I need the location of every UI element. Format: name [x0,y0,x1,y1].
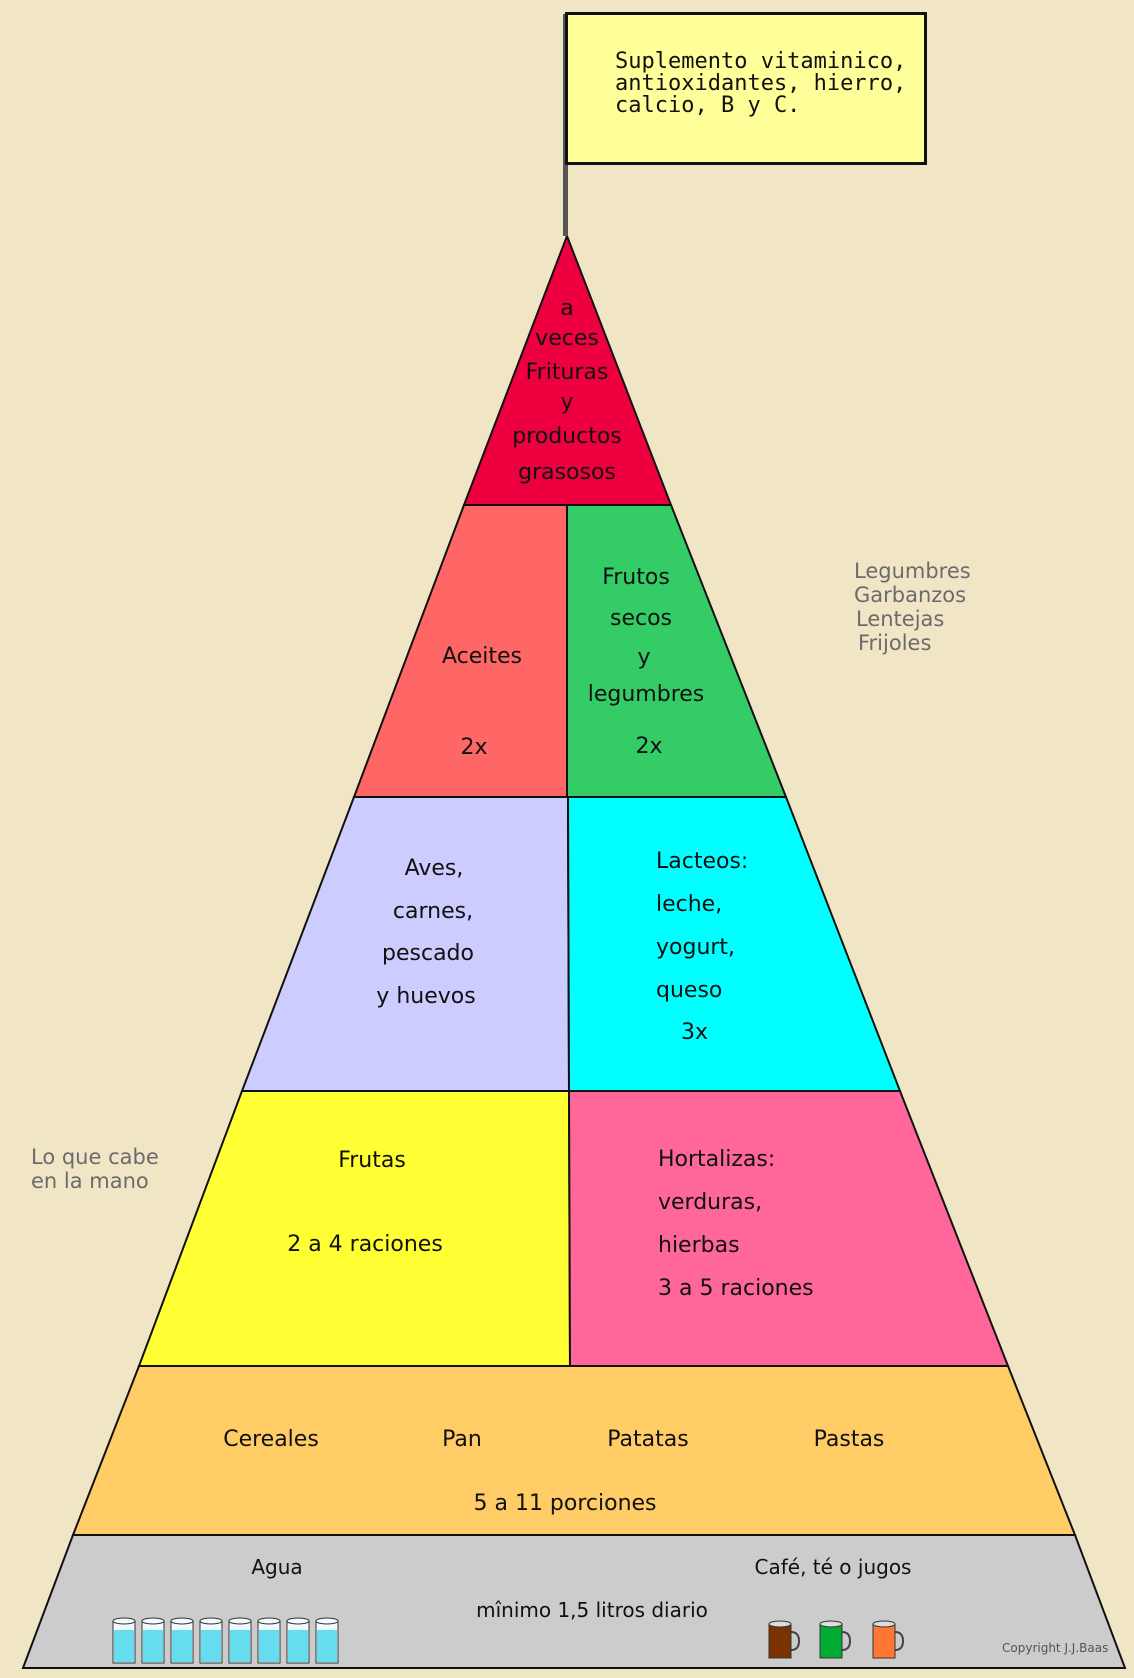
fruits-label: Frutas [338,1148,406,1173]
water-glass [257,1617,281,1664]
top-line-4: y [560,390,574,415]
top-line-1: a [560,296,574,321]
water-glass [286,1617,310,1664]
supplement-flag: Suplemento vitaminico, antioxidantes, hi… [565,12,927,165]
proteins-line-1: Aves, [404,856,464,881]
hand-note: Lo que cabe en la mano [31,1145,159,1193]
top-line-2: veces [535,326,599,351]
dairy-freq: 3x [681,1020,709,1045]
proteins-line-2: carnes, [392,899,474,924]
hand-line-2: en la mano [31,1169,149,1193]
nuts-line-4: legumbres [587,682,705,707]
oils-label: Aceites [441,644,523,669]
legumes-line-2: Garbanzos [854,583,967,607]
water-glass [228,1617,252,1664]
veg-freq: 3 a 5 raciones [658,1276,814,1301]
nuts-line-3: y [637,645,651,670]
water-glass [112,1617,136,1664]
proteins-line-3: pescado [382,941,474,966]
legumes-note: Legumbres Garbanzos Lentejas Frijoles [854,559,971,655]
legumes-line-4: Frijoles [858,631,932,655]
legumes-line-1: Legumbres [854,559,971,583]
drink-cup [819,1620,852,1659]
grains-cereales: Cereales [223,1427,319,1452]
dairy-line-3: yogurt, [656,935,736,960]
flag-line-3: calcio, B y C. [615,93,801,118]
water-minimum: mînimo 1,5 litros diario [476,1598,708,1622]
veg-line-2: verduras, [658,1190,763,1215]
fruits-freq: 2 a 4 raciones [287,1232,443,1257]
dairy-line-1: Lacteos: [656,849,749,874]
top-line-6: grasosos [518,460,616,485]
flag-line-2: antioxidantes, hierro, [615,71,907,96]
tier-fruits [137,1090,572,1367]
water-glass [315,1617,339,1664]
drink-cup [768,1620,801,1659]
hand-line-1: Lo que cabe [31,1145,159,1169]
water-glasses [112,1617,339,1664]
proteins-line-4: y huevos [376,984,476,1009]
grains-freq: 5 a 11 porciones [473,1491,657,1516]
drinks-label: Café, té o jugos [754,1555,912,1579]
dairy-line-2: leche, [656,892,723,917]
water-glass [199,1617,223,1664]
water-glass [170,1617,194,1664]
grains-pastas: Pastas [813,1427,885,1452]
oils-freq: 2x [460,735,488,760]
water-glass [141,1617,165,1664]
nuts-line-2: secos [609,606,673,631]
top-line-3: Frituras [525,360,609,385]
flag-line-1: Suplemento vitaminico, [615,49,907,74]
grains-pan: Pan [442,1427,482,1452]
grains-patatas: Patatas [607,1427,689,1452]
veg-line-1: Hortalizas: [658,1147,776,1172]
top-line-5: productos [512,424,622,449]
veg-line-3: hierbas [658,1233,740,1258]
nuts-line-1: Frutos [602,565,670,590]
nuts-freq: 2x [635,734,663,759]
drink-cup [872,1620,905,1659]
tier-nuts [566,504,788,798]
tier-vegetables [567,1090,1010,1367]
copyright: Copyright J.J.Baas [1002,1641,1109,1655]
legumes-line-3: Lentejas [856,607,945,631]
water-label: Agua [251,1555,303,1579]
drink-cups [768,1620,905,1659]
dairy-line-4: queso [656,978,723,1003]
